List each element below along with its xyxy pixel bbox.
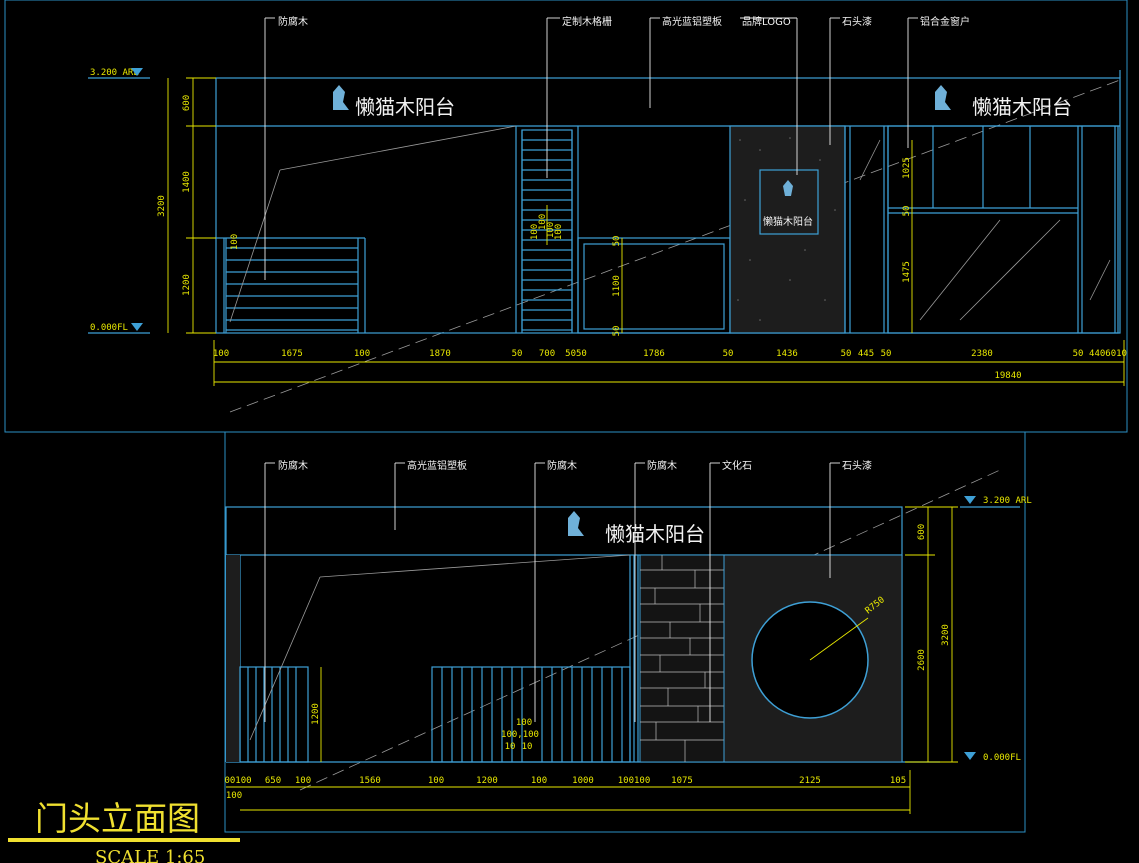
- dim-label: 2125: [799, 776, 821, 786]
- brand-sign-right: 懒猫木阳台: [972, 95, 1072, 119]
- dim-label: 600: [917, 524, 927, 540]
- dim-label: 1436: [776, 349, 798, 359]
- cat-logo-icon: [568, 511, 584, 536]
- dim-label: 50: [881, 349, 892, 359]
- level-label: 0.000FL: [90, 323, 128, 333]
- dim-label: 5050: [565, 349, 587, 359]
- level-label: 3.200 ARL: [90, 68, 139, 78]
- dim-label: 100: [538, 214, 548, 230]
- level-label: 3.200 ARL: [983, 496, 1032, 506]
- dim-label: 100: [226, 791, 242, 801]
- dim-label: 100: [546, 222, 556, 238]
- bottom-frame: [224, 431, 1026, 833]
- callout-label: 防腐木: [647, 459, 677, 472]
- callout-label: 防腐木: [278, 15, 308, 28]
- dim-label: 50: [1073, 349, 1084, 359]
- dim-label: 100,100: [501, 730, 539, 740]
- dim-label: 1786: [643, 349, 665, 359]
- dim-label: 100: [554, 224, 564, 240]
- dim-label: 50: [902, 206, 912, 217]
- dim-label: 100100: [618, 776, 651, 786]
- callout-label: 文化石: [722, 459, 752, 472]
- stone-paint-column: [729, 125, 846, 334]
- top-elevation: 懒猫木阳台 懒猫木阳台 懒猫木阳台: [88, 15, 1127, 386]
- level-marker-icon: [964, 496, 976, 504]
- dim-label: 100: [354, 349, 370, 359]
- dim-label: 3200: [941, 624, 951, 646]
- left-railing: [216, 237, 366, 333]
- dim-label: 2600: [917, 649, 927, 671]
- cat-logo-icon: [783, 180, 793, 196]
- dim-label: 1675: [281, 349, 303, 359]
- counter: [577, 237, 731, 334]
- dim-label: 1200: [182, 274, 192, 296]
- dim-label: 100: [428, 776, 444, 786]
- culture-stone: [639, 554, 725, 763]
- dim-label: 1200: [311, 703, 321, 725]
- level-marker-icon: [964, 752, 976, 760]
- dim-label: 100: [516, 718, 532, 728]
- dim-label: 650: [265, 776, 281, 786]
- level-label: 0.000FL: [983, 753, 1021, 763]
- stone-texture: [737, 137, 836, 321]
- callout-label: 高光蓝铝塑板: [407, 459, 467, 472]
- dim-label: 50: [512, 349, 523, 359]
- dim-label: 3200: [157, 195, 167, 217]
- dim-label: 50: [723, 349, 734, 359]
- dim-label: 100: [530, 224, 540, 240]
- callout-label: 防腐木: [278, 459, 308, 472]
- total-dim-label: 19840: [994, 371, 1021, 381]
- dim-label: 100: [213, 349, 229, 359]
- cat-logo-icon: [935, 85, 951, 110]
- drawing-title: 门头立面图: [35, 799, 200, 838]
- left-slat-rail: [239, 666, 309, 763]
- scale-label: SCALE 1:65: [95, 847, 205, 863]
- dim-label: 50: [612, 236, 622, 247]
- dim-label: 1100: [612, 275, 622, 297]
- aluminum-window: [844, 125, 1119, 334]
- dim-label: 600: [182, 95, 192, 111]
- callout-label: 品牌LOGO: [742, 15, 791, 28]
- callout-label: 高光蓝铝塑板: [662, 15, 722, 28]
- dim-label: 1000: [572, 776, 594, 786]
- callout-label: 防腐木: [547, 459, 577, 472]
- dim-label: 100: [295, 776, 311, 786]
- title-underline: [8, 838, 240, 842]
- dim-label: 10: [522, 742, 533, 752]
- callout-label: 石头漆: [842, 15, 872, 28]
- bottom-fascia: [225, 506, 903, 556]
- dim-label: 50: [841, 349, 852, 359]
- dim-label: 50: [612, 326, 622, 337]
- dim-label: 105: [890, 776, 906, 786]
- dim-label: 1400: [182, 171, 192, 193]
- dim-label: 1475: [902, 261, 912, 283]
- level-marker-icon: [131, 323, 143, 331]
- cat-logo-icon: [333, 85, 349, 110]
- dim-label: 2380: [971, 349, 993, 359]
- bottom-elevation: R750 懒猫木阳台 防腐木 高光蓝铝塑板 防腐木 防腐木 文化石 石头漆 3.…: [224, 459, 1032, 814]
- level-marker-icon: [131, 68, 143, 76]
- dim-label: 1025: [902, 157, 912, 179]
- logo-text: 懒猫木阳台: [763, 215, 813, 228]
- dim-label: 1200: [476, 776, 498, 786]
- brand-sign-bottom: 懒猫木阳台: [605, 522, 705, 546]
- top-frame: [4, 0, 1128, 433]
- dim-label: 445: [858, 349, 874, 359]
- callout-label: 铝合金窗户: [920, 15, 970, 28]
- dim-label: 1560: [359, 776, 381, 786]
- dim-label: 1075: [671, 776, 693, 786]
- dim-label: 1870: [429, 349, 451, 359]
- dim-label: 00100: [224, 776, 251, 786]
- dim-label: 700: [539, 349, 555, 359]
- brand-logo-box: [759, 169, 819, 235]
- dim-label: 4406010: [1089, 349, 1127, 359]
- callout-label: 定制木格栅: [562, 15, 612, 28]
- callout-label: 石头漆: [842, 459, 872, 472]
- brand-sign-left: 懒猫木阳台: [355, 95, 455, 119]
- dim-label: 100: [531, 776, 547, 786]
- dim-label: 100: [230, 234, 240, 250]
- dim-label: 10: [505, 742, 516, 752]
